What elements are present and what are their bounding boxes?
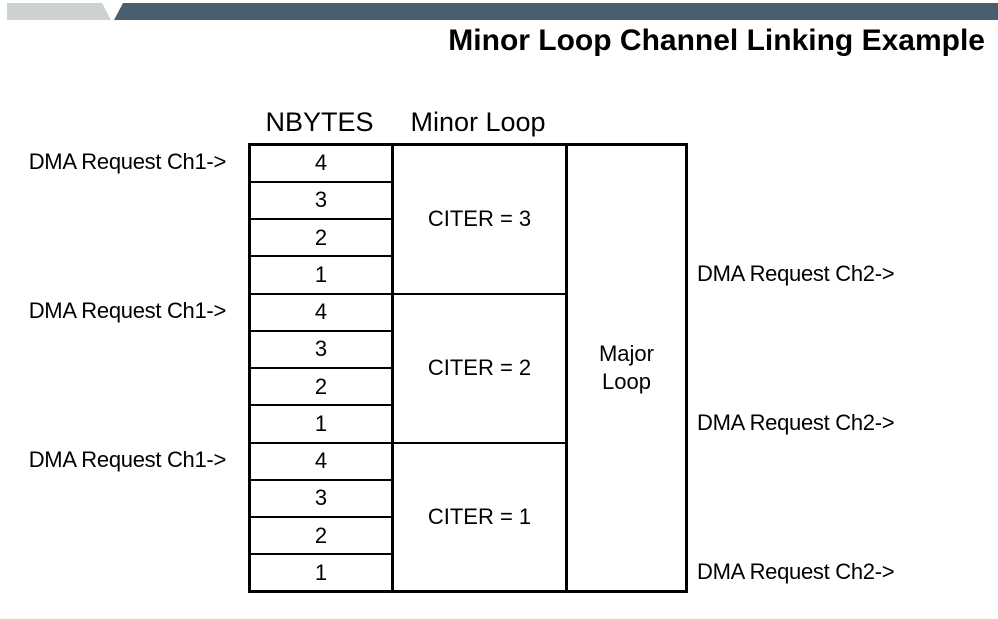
nbytes-column-header: NBYTES (265, 107, 374, 137)
dma-request-ch2-label-3: DMA Request Ch2-> (697, 559, 895, 584)
nbytes-cell: 2 (248, 217, 394, 258)
table-row: 3 (248, 329, 687, 370)
citer-cell-group3: CITER = 1 (391, 441, 568, 593)
table-row: 4 CITER = 1 (248, 441, 687, 593)
major-loop-label-line2: Loop (602, 369, 651, 394)
table-row: 3 (248, 478, 687, 519)
nbytes-cell: 3 (248, 329, 394, 370)
nbytes-cell: 1 (248, 404, 394, 444)
dma-request-ch2-label-1: DMA Request Ch2-> (697, 261, 895, 286)
nbytes-cell: 3 (248, 180, 394, 221)
dma-request-ch2-label-2: DMA Request Ch2-> (697, 410, 895, 435)
table-row: 1 (248, 553, 687, 593)
nbytes-cell: 1 (248, 553, 394, 593)
minor-loop-column-header: Minor Loop (410, 107, 546, 137)
dma-request-ch1-label-3: DMA Request Ch1-> (28, 447, 227, 472)
dma-request-ch1-label-2: DMA Request Ch1-> (28, 298, 227, 323)
citer-cell-group1: CITER = 3 (391, 143, 568, 295)
major-loop-label-line1: Major (598, 341, 654, 366)
nbytes-cell: 3 (248, 478, 394, 519)
table-row: 1 (248, 255, 687, 295)
table-row: 1 (248, 404, 687, 444)
nbytes-cell: 1 (248, 255, 394, 295)
nbytes-cell: 4 (248, 143, 394, 183)
nbytes-cell: 4 (248, 441, 394, 481)
table-row: 2 (248, 515, 687, 556)
table-row: 2 (248, 217, 687, 258)
table-row: 4 CITER = 2 (248, 292, 687, 444)
nbytes-cell: 2 (248, 515, 394, 556)
major-loop-cell: Major Loop (565, 143, 688, 593)
minor-loop-channel-linking-table: 4 CITER = 3 Major Loop 3 2 1 4 CITER = 2 (248, 143, 688, 593)
nbytes-cell: 4 (248, 292, 394, 332)
citer-cell-group2: CITER = 2 (391, 292, 568, 444)
header-accent-bar-dark (114, 3, 998, 20)
nbytes-cell: 2 (248, 366, 394, 407)
slide-title: Minor Loop Channel Linking Example (448, 24, 985, 57)
table-row: 2 (248, 366, 687, 407)
dma-request-ch1-label-1: DMA Request Ch1-> (28, 149, 227, 174)
table-row: 4 CITER = 3 Major Loop (248, 143, 688, 593)
table-row: 3 (248, 180, 687, 221)
header-accent-bar-light (7, 3, 111, 20)
